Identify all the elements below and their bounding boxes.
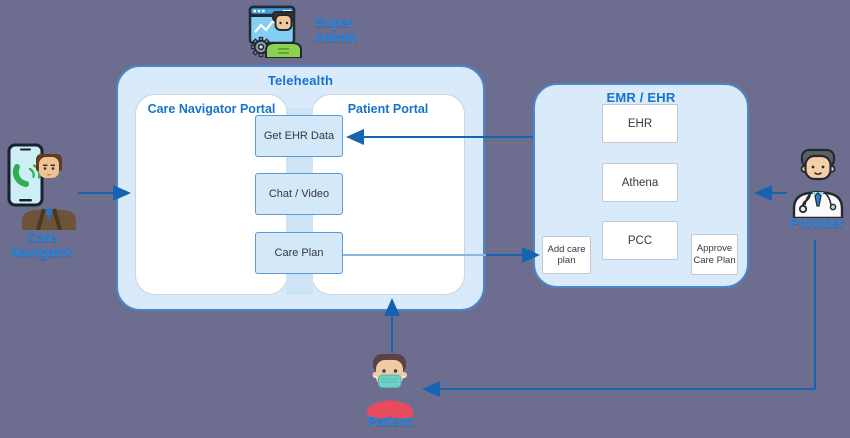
system-ehr: EHR [602,104,678,143]
process-get-ehr-data: Get EHR Data [255,115,343,157]
provider-icon [789,148,847,220]
super-admin-icon [247,4,309,59]
telehealth-title: Telehealth [267,73,334,88]
super-admin-label: Super Admin [315,15,357,45]
process-chat-video: Chat / Video [255,173,343,215]
patient-portal-title: Patient Portal [347,102,429,116]
approve-care-plan-box: Approve Care Plan [691,234,738,275]
care-navigator-label: Care Navigator [10,230,74,260]
care-navigator-portal-title: Care Navigator Portal [147,102,276,116]
patient-label: Patient [367,414,413,429]
add-care-plan-box: Add care plan [542,236,591,274]
care-navigator-icon [6,142,76,231]
provider-label: Provider [789,216,845,231]
emr-ehr-title: EMR / EHR [606,90,676,105]
system-athena: Athena [602,163,678,202]
process-care-plan: Care Plan [255,232,343,274]
system-pcc: PCC [602,221,678,260]
patient-icon [360,352,420,418]
